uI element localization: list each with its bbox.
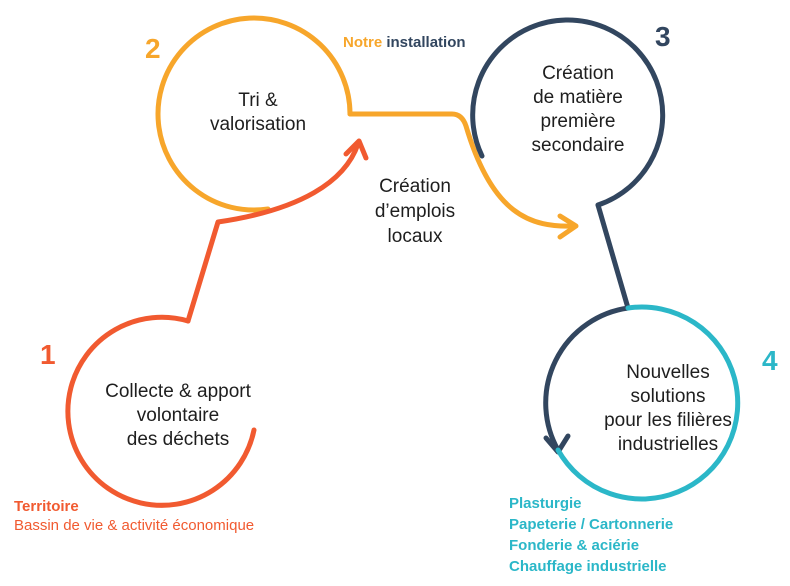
connector-2-to-3 [347, 111, 578, 229]
industry-item: Chauffage industrielle [509, 558, 667, 575]
step-1-number: 1 [40, 339, 56, 370]
step-3-label-line: première [540, 111, 616, 132]
emplois-line: locaux [387, 226, 443, 247]
notre-installation-label: Notre installation [343, 34, 466, 52]
step-3-label: Création de matière première secondaire [488, 62, 668, 158]
step-3-label-line: secondaire [531, 135, 625, 156]
industry-item: Fonderie & aciérie [509, 537, 640, 554]
step-1-circle [65, 314, 257, 508]
industries-caption: Plasturgie Papeterie / Cartonnerie Fonde… [509, 493, 673, 577]
step-4-label-line: pour les filières [604, 410, 732, 431]
installation-word: installation [386, 34, 466, 51]
step-1-label-line: Collecte & apport [105, 381, 251, 402]
step-2-number: 2 [145, 33, 161, 64]
notre-word: Notre [343, 34, 383, 51]
step-1-label-line: des déchets [126, 429, 230, 450]
step-4-label-line: Nouvelles [626, 362, 710, 383]
step-2-label: Tri & valorisation [178, 89, 338, 137]
arrowhead-to-step-2 [343, 138, 369, 161]
emplois-line: d’emplois [374, 201, 456, 222]
step-3-label-line: Création [542, 63, 614, 84]
industry-item: Plasturgie [509, 495, 582, 512]
emplois-label: Création d’emplois locaux [345, 174, 485, 249]
territoire-subtitle: Bassin de vie & activité économique [14, 517, 255, 534]
step-3-circle [470, 17, 666, 208]
connector-1-to-2 [185, 141, 361, 324]
step-1-label-line: volontaire [136, 405, 220, 426]
territoire-caption: Territoire Bassin de vie & activité écon… [14, 497, 254, 535]
arrowhead-to-step-3 [557, 213, 579, 240]
industry-item: Papeterie / Cartonnerie [509, 516, 674, 533]
step-3-number: 3 [655, 21, 671, 52]
territoire-title: Territoire [14, 498, 79, 515]
step-1-label: Collecte & apport volontaire des déchets [68, 380, 288, 452]
step-2-circle [155, 15, 353, 213]
step-2-label-line: valorisation [209, 114, 307, 135]
step-4-label-line: solutions [630, 386, 706, 407]
step-2-label-line: Tri & [238, 90, 278, 111]
step-4-label-line: industrielles [617, 434, 719, 455]
step-4-circle [555, 304, 741, 502]
emplois-line: Création [379, 176, 451, 197]
step-4-number: 4 [762, 345, 778, 376]
connector-3-to-4 [543, 202, 631, 453]
step-3-label-line: de matière [533, 87, 623, 108]
step-4-label: Nouvelles solutions pour les filières in… [568, 361, 768, 457]
